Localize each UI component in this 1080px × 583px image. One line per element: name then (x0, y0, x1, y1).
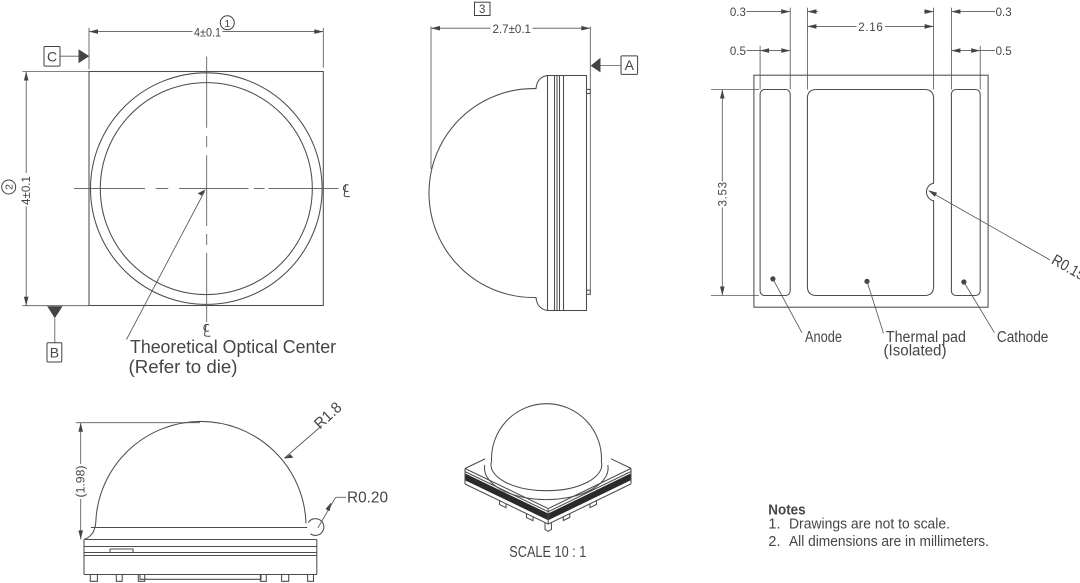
svg-text:(1.98): (1.98) (76, 465, 88, 497)
svg-text:C: C (47, 49, 57, 65)
svg-text:(Refer to die): (Refer to die) (129, 357, 238, 377)
svg-text:1: 1 (224, 18, 230, 30)
svg-text:R0.20: R0.20 (347, 489, 388, 506)
svg-text:0.3: 0.3 (996, 7, 1012, 19)
svg-text:Notes: Notes (768, 502, 805, 519)
svg-text:3.53: 3.53 (717, 182, 729, 207)
svg-text:1.: 1. (768, 517, 780, 533)
svg-text:2.7±0.1: 2.7±0.1 (493, 24, 532, 36)
svg-text:4±0.1: 4±0.1 (194, 27, 221, 39)
svg-text:2.: 2. (768, 534, 780, 550)
svg-text:2: 2 (4, 184, 16, 190)
svg-text:Cathode: Cathode (997, 329, 1049, 346)
svg-text:All dimensions are in millimet: All dimensions are in millimeters. (789, 534, 989, 550)
svg-text:0.5: 0.5 (730, 46, 746, 58)
svg-text:2.16: 2.16 (858, 22, 883, 34)
svg-text:4±0.1: 4±0.1 (21, 176, 33, 205)
svg-text:Theoretical Optical Center: Theoretical Optical Center (130, 337, 336, 357)
svg-text:Anode: Anode (805, 329, 842, 346)
svg-text:3: 3 (479, 4, 485, 16)
svg-text:B: B (50, 345, 59, 361)
svg-text:A: A (625, 57, 635, 73)
svg-text:(Isolated): (Isolated) (884, 342, 947, 359)
svg-text:Drawings are not to scale.: Drawings are not to scale. (789, 517, 950, 533)
svg-text:SCALE 10 : 1: SCALE 10 : 1 (509, 544, 586, 561)
svg-text:0.5: 0.5 (996, 46, 1012, 58)
svg-text:0.3: 0.3 (730, 7, 746, 19)
svg-text:Thermal pad: Thermal pad (886, 329, 966, 346)
